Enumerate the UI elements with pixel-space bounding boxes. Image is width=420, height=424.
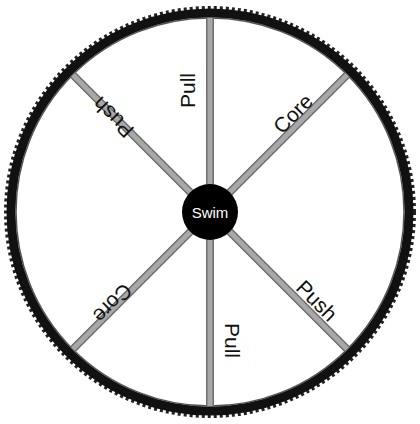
spoke-label: Push: [293, 276, 342, 325]
spoke-label: Pull: [178, 72, 199, 107]
spoke-label: Core: [269, 89, 316, 136]
spoke: [73, 75, 347, 349]
tire: [11, 13, 409, 411]
spoke: [73, 75, 347, 349]
rim: [16, 18, 404, 406]
hub-circle: Swim: [182, 184, 238, 240]
spoke-label: Pull: [223, 322, 244, 357]
spoke: [73, 75, 347, 349]
spoke-label: Push: [89, 93, 138, 142]
hub-label: Swim: [192, 205, 229, 220]
spoke: [73, 75, 347, 349]
spoke-label: Core: [89, 279, 136, 326]
tire-tread: [7, 9, 413, 415]
